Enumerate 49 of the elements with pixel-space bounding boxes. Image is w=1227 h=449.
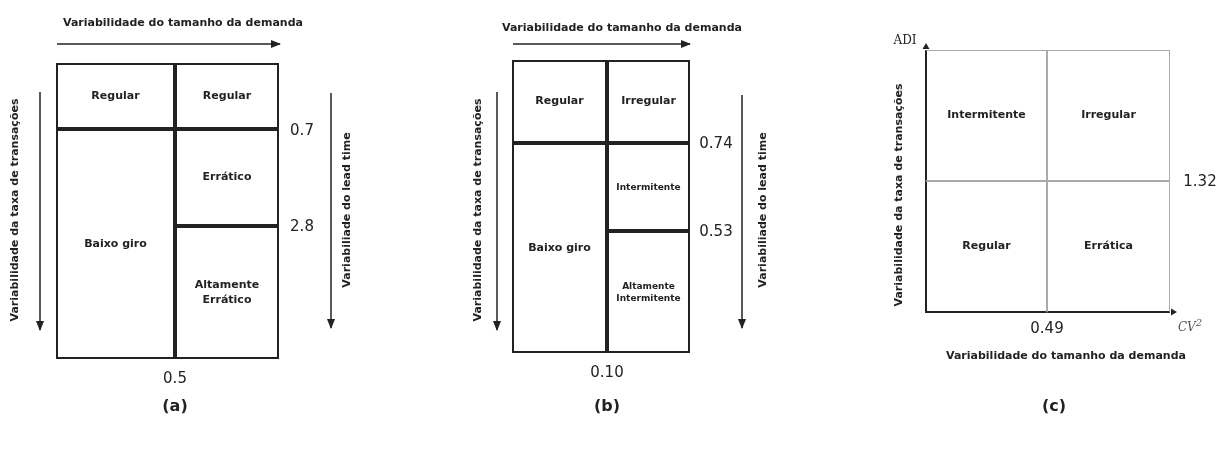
grid-cell — [175, 129, 279, 226]
grid-cell — [56, 63, 175, 129]
axis-title: CV$^{2}$ — [1177, 316, 1203, 334]
category-label: Intermitente — [947, 108, 1026, 123]
category-label: Regular — [202, 88, 252, 104]
threshold-value: 0.74 — [699, 134, 733, 152]
threshold-value: 0.49 — [1030, 319, 1064, 337]
grid-cell — [512, 60, 607, 143]
threshold-value: 0.10 — [590, 363, 624, 381]
grid-cell — [1047, 50, 1170, 181]
grid-cell — [175, 63, 279, 129]
panel-letter: (c) — [1041, 395, 1067, 415]
axis-title: Variabilidade da taxa de transações — [7, 98, 21, 322]
grid-cell — [512, 143, 607, 353]
grid-cell — [56, 129, 175, 359]
grid-cell — [607, 60, 690, 143]
axis-title: Variabilidade do tamanho da demanda — [502, 20, 742, 34]
threshold-value: 2.8 — [290, 217, 314, 235]
category-label: Altamente Intermitente — [615, 279, 682, 305]
axis-title: Variabiliade do lead time — [755, 132, 769, 288]
category-label: Intermitente — [616, 180, 681, 194]
grid-cell — [175, 226, 279, 359]
category-label: Altamente Errático — [193, 277, 261, 308]
category-label: Baixo giro — [528, 240, 591, 256]
category-label: Irregular — [1081, 108, 1136, 123]
category-label: Errática — [1084, 239, 1133, 254]
grid-cell — [607, 143, 690, 231]
threshold-value: 1.32 — [1183, 172, 1217, 190]
category-label: Regular — [535, 94, 584, 109]
axis-title: Variabiliade do lead time — [339, 132, 353, 288]
category-label: Irregular — [621, 94, 676, 109]
axis-title: Variabilidade da taxa de transações — [891, 83, 905, 307]
axis-title: Variabilidade da taxa de transações — [470, 98, 484, 322]
grid-cell — [1047, 181, 1170, 313]
category-label: Errático — [202, 170, 252, 185]
category-label: Regular — [91, 88, 140, 104]
threshold-value: 0.5 — [163, 369, 187, 387]
category-label: Baixo giro — [84, 236, 147, 252]
threshold-value: 0.7 — [290, 121, 314, 139]
grid-cell — [925, 50, 1047, 181]
grid-cell — [925, 181, 1047, 313]
axis-title: Variabilidade do tamanho da demanda — [946, 348, 1186, 362]
grid-cell — [607, 231, 690, 353]
threshold-value: 0.53 — [699, 222, 733, 240]
category-label: Regular — [962, 239, 1011, 254]
panel-letter: (b) — [593, 395, 621, 415]
panel-letter: (a) — [162, 395, 188, 415]
axis-title: ADI — [893, 33, 917, 47]
axis-title: Variabilidade do tamanho da demanda — [63, 15, 303, 29]
